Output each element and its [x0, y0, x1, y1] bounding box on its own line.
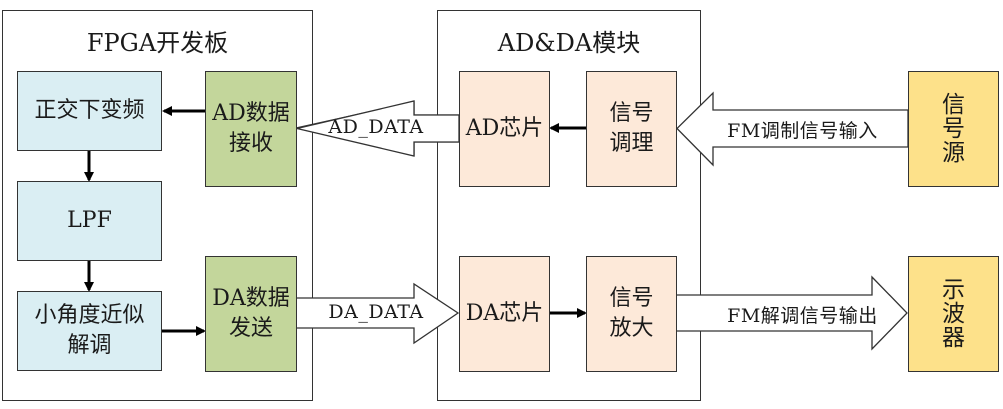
fpga-board-title: FPGA开发板: [86, 29, 229, 57]
ad-data-label: AD_DATA: [328, 116, 424, 138]
da-chip-block: DA芯片: [459, 256, 550, 372]
da-data-label: DA_DATA: [328, 301, 424, 323]
ad-receive-block: AD数据 接收: [205, 71, 297, 187]
da-data-arrow: [295, 282, 460, 345]
small-angle-demod-block: 小角度近似 解调: [17, 291, 162, 371]
lpf-block: LPF: [17, 181, 162, 261]
signal-amplify-block: 信号 放大: [586, 256, 677, 372]
ad-chip-block: AD芯片: [459, 71, 550, 187]
adda-module-title: AD&DA模块: [497, 29, 641, 57]
signal-conditioning-block: 信号 调理: [586, 71, 677, 187]
signal-source-block: 信 号 源: [908, 71, 999, 187]
fm-input-label: FM调制信号输入: [727, 120, 878, 142]
oscilloscope-block: 示 波 器: [908, 256, 999, 372]
quadrature-downconvert-block: 正交下变频: [17, 71, 162, 151]
fm-output-arrow: [675, 275, 908, 351]
da-send-block: DA数据 发送: [205, 256, 297, 372]
fm-output-label: FM解调信号输出: [727, 305, 878, 327]
fm-input-arrow: [676, 91, 909, 167]
